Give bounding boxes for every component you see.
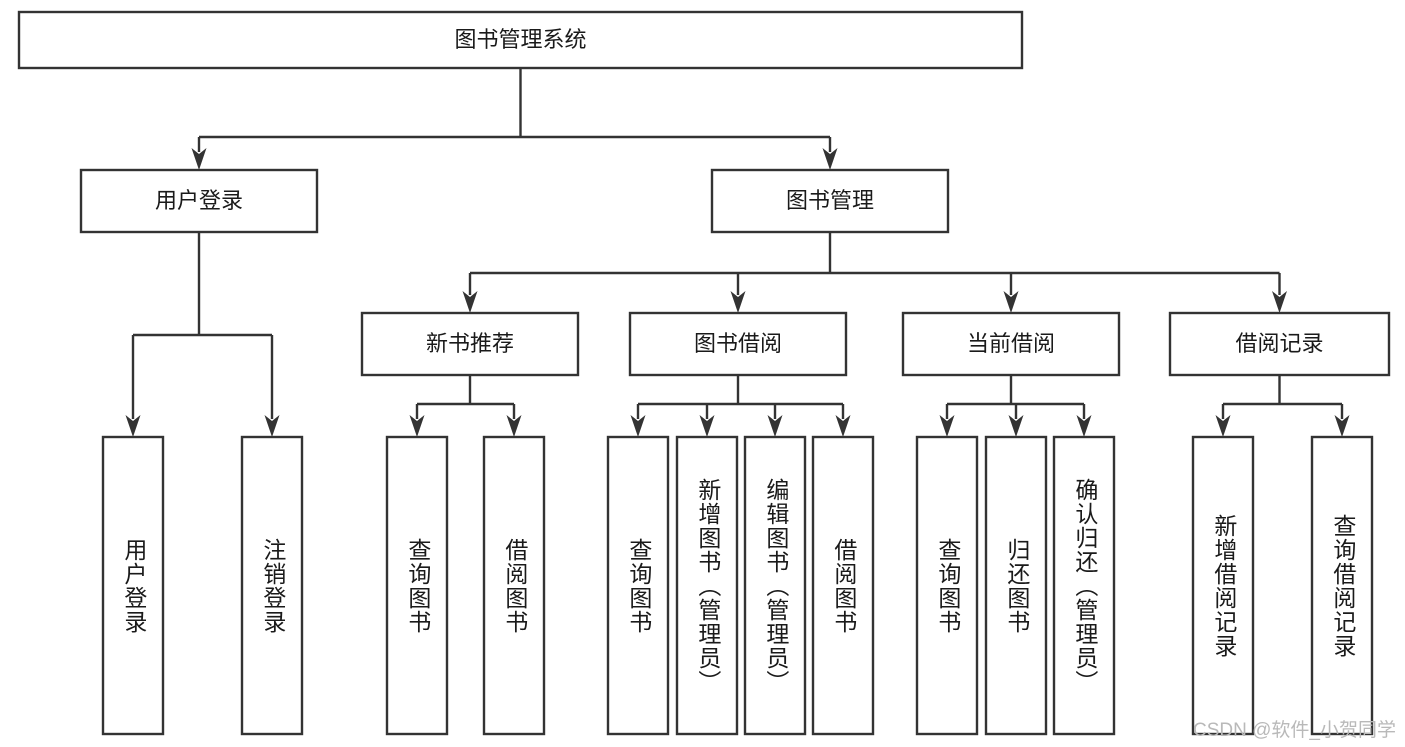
node-box-bookmgmt[interactable] <box>710 168 950 234</box>
arrow-head-r_query <box>1334 415 1350 437</box>
node-box-root[interactable] <box>17 10 1024 70</box>
node-box-b_borrow[interactable] <box>811 435 875 736</box>
arrow-head-records <box>1272 291 1287 313</box>
node-label-current: 当前借阅 <box>967 331 1055 356</box>
arrow-head-n_query <box>409 415 425 437</box>
arrow-head-l_login <box>125 415 141 437</box>
arrow-head-b_edit <box>767 415 783 437</box>
node-box-current[interactable] <box>901 311 1121 377</box>
node-label-records: 借阅记录 <box>1235 331 1323 356</box>
arrow-head-n_borrow <box>506 415 522 437</box>
node-label-bookmgmt: 图书管理 <box>786 188 874 213</box>
arrow-head-bookmgmt <box>822 148 838 170</box>
edge-layer <box>125 68 1350 437</box>
node-label-borrow: 图书借阅 <box>694 331 782 356</box>
node-box-c_query[interactable] <box>915 435 979 736</box>
node-box-b_query[interactable] <box>606 435 670 736</box>
csdn-watermark: CSDN @软件_小贺同学 <box>1193 720 1396 741</box>
box-layer <box>17 10 1391 736</box>
arrow-head-borrow <box>730 291 746 313</box>
arrow-head-c_confirm <box>1076 415 1092 437</box>
arrow-head-r_add <box>1215 415 1231 437</box>
node-box-borrow[interactable] <box>628 311 848 377</box>
node-box-r_query[interactable] <box>1310 435 1374 736</box>
node-box-b_edit[interactable] <box>743 435 807 736</box>
node-label-newbook: 新书推荐 <box>426 331 514 356</box>
arrow-head-b_query <box>630 415 646 437</box>
node-label-root: 图书管理系统 <box>454 27 586 52</box>
node-box-login[interactable] <box>79 168 319 234</box>
node-box-l_logout[interactable] <box>240 435 304 736</box>
node-label-login: 用户登录 <box>155 188 243 213</box>
arrow-head-current <box>1003 291 1019 313</box>
arrow-head-c_return <box>1008 415 1024 437</box>
node-box-n_borrow[interactable] <box>482 435 546 736</box>
arrow-head-c_query <box>939 415 955 437</box>
node-box-newbook[interactable] <box>360 311 580 377</box>
node-box-r_add[interactable] <box>1191 435 1255 736</box>
node-box-n_query[interactable] <box>385 435 449 736</box>
node-box-l_login[interactable] <box>101 435 165 736</box>
node-box-records[interactable] <box>1168 311 1391 377</box>
node-box-c_confirm[interactable] <box>1052 435 1116 736</box>
arrow-head-l_logout <box>264 415 280 437</box>
node-box-c_return[interactable] <box>984 435 1048 736</box>
node-box-b_add[interactable] <box>675 435 739 736</box>
arrow-head-newbook <box>462 291 478 313</box>
arrow-head-b_add <box>699 415 715 437</box>
arrow-head-login <box>191 148 207 170</box>
arrow-head-b_borrow <box>835 415 851 437</box>
